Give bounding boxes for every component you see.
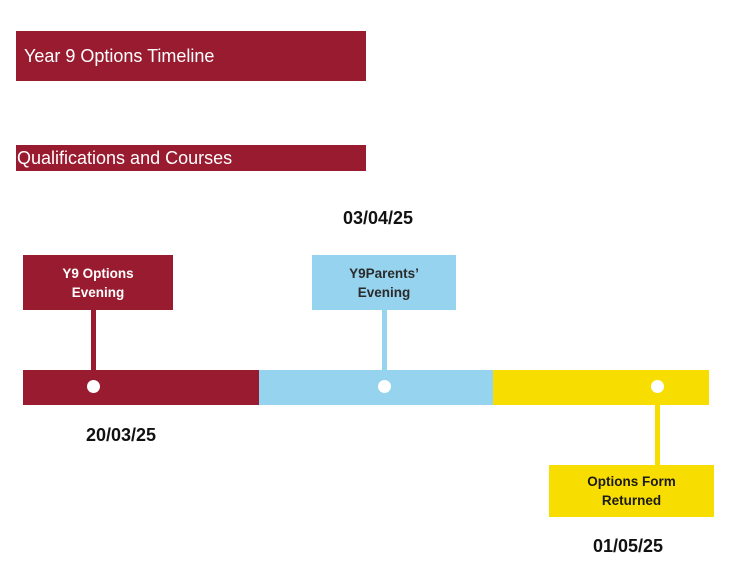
event-connector: [655, 395, 660, 465]
timeline-segment-maroon: [23, 370, 259, 405]
event-label: Options Form Returned: [587, 474, 676, 508]
page-title: Year 9 Options Timeline: [16, 31, 366, 81]
event-box-parents-evening: Y9Parents’ Evening: [312, 255, 456, 310]
event-label: Y9 Options Evening: [62, 265, 134, 300]
event-date-parents-evening: 03/04/25: [343, 208, 414, 228]
timeline-segment-yellow: [493, 370, 709, 405]
event-date-options-form: 01/05/25: [593, 536, 664, 556]
event-box-options-form: Options Form Returned: [549, 465, 714, 517]
event-marker: [87, 380, 100, 393]
event-marker: [651, 380, 664, 393]
event-box-options-evening: Y9 Options Evening: [23, 255, 173, 310]
event-connector: [91, 310, 96, 380]
timeline-segment-blue: [259, 370, 493, 405]
section-subtitle: Qualifications and Courses: [16, 145, 366, 171]
event-marker: [378, 380, 391, 393]
event-connector: [382, 310, 387, 380]
event-label: Y9Parents’ Evening: [349, 265, 419, 300]
event-date-options-evening: 20/03/25: [86, 425, 157, 445]
